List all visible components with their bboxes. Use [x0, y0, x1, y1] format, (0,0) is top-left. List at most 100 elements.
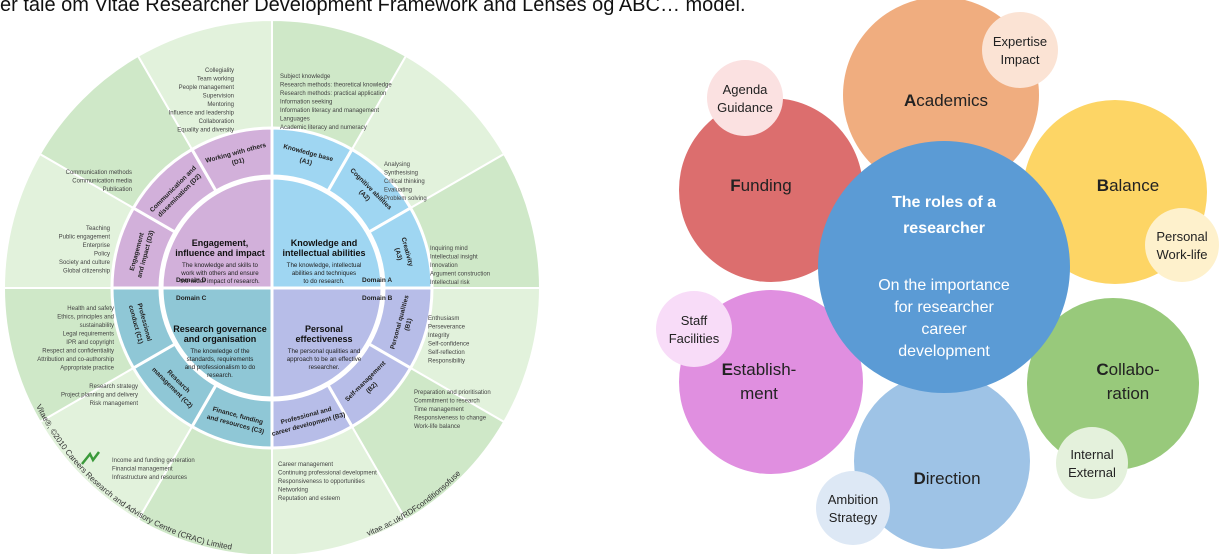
descriptor-item: Information literacy and management — [280, 108, 379, 114]
descriptor-item: Influence and leadership — [169, 111, 235, 117]
descriptor-item: Communication methods — [66, 170, 132, 176]
petal-rest: ollabo- — [1109, 360, 1160, 379]
petal-label: Balance — [1097, 176, 1159, 195]
descriptor-item: Equality and diversity — [177, 128, 234, 134]
petal-initial: C — [1096, 360, 1108, 379]
descriptor-item: Responsibility — [428, 359, 465, 365]
domain-title: influence and impact — [175, 248, 265, 258]
descriptor-item: Health and safety — [67, 306, 114, 312]
descriptor-item: Self-reflection — [428, 350, 465, 356]
descriptor-item: Policy — [94, 252, 110, 258]
descriptor-item: Enterprise — [83, 243, 111, 249]
descriptor-item: Appropriate practice — [60, 366, 114, 372]
descriptor-item: Society and culture — [59, 260, 111, 266]
domain-title: Engagement, — [192, 238, 249, 248]
petal-label: Establish- — [722, 360, 797, 379]
domain-description: abilities and techniques — [292, 270, 356, 277]
center-subtitle: for researcher — [894, 299, 994, 316]
descriptor-item: Respect and confidentiality — [42, 349, 114, 355]
descriptor-item: Legal requirements — [63, 332, 114, 338]
descriptor-item: Academic literacy and numeracy — [280, 125, 367, 131]
petal-label: Collabo- — [1096, 360, 1159, 379]
domain-description: The knowledge, intellectual — [287, 262, 362, 269]
descriptor-item: Research methods: theoretical knowledge — [280, 83, 392, 89]
bubble-label: Internal — [1070, 447, 1113, 462]
descriptor-item: Integrity — [428, 333, 449, 339]
descriptor-item: Intellectual risk — [430, 280, 471, 286]
domain-description: to do research. — [303, 278, 345, 285]
petal-label-line2: ration — [1107, 384, 1150, 403]
subdomain-code: (A3) — [393, 247, 403, 261]
descriptor-item: Languages — [280, 117, 310, 123]
bubble-label: Ambition — [828, 492, 879, 507]
petal-rest: cademics — [916, 91, 988, 110]
domain-code: Domain C — [176, 295, 207, 302]
bubble-label: External — [1068, 465, 1116, 480]
descriptor-item: Collegiality — [205, 68, 234, 74]
petal-label: Direction — [913, 469, 980, 488]
domain-title: intellectual abilities — [282, 248, 365, 258]
descriptor-item: Mentoring — [207, 102, 234, 108]
bubble — [816, 471, 890, 545]
descriptor-item: Attribution and co-authorship — [37, 357, 114, 363]
domain-description: research. — [207, 372, 233, 379]
descriptor-item: sustainability — [80, 323, 114, 329]
descriptor-item: Collaboration — [199, 119, 234, 125]
domain-quadrant — [160, 176, 274, 290]
domain-description: the wider impact of research. — [180, 278, 260, 285]
descriptor-item: Career management — [278, 462, 333, 468]
descriptor-item: Problem solving — [384, 196, 427, 202]
bubble — [982, 12, 1058, 88]
descriptor-item: Continuing professional development — [278, 471, 377, 477]
descriptor-item: Reputation and esteem — [278, 496, 340, 502]
descriptor-item: Income and funding generation — [112, 458, 195, 464]
domain-code: Domain B — [362, 295, 393, 302]
descriptor-item: Argument construction — [430, 272, 490, 278]
descriptor-item: Evaluating — [384, 188, 412, 194]
domain-title: effectiveness — [295, 334, 352, 344]
center-subtitle: career — [921, 321, 967, 338]
bubble-label: Impact — [1000, 52, 1039, 67]
petal-rest: irection — [926, 469, 981, 488]
descriptor-item: Self-confidence — [428, 342, 470, 348]
vitae-logo — [81, 451, 100, 465]
petal-label: Funding — [730, 176, 791, 195]
descriptor-item: Perseverance — [428, 325, 466, 331]
center-title: The roles of a — [892, 194, 996, 211]
descriptor-item: Public engagement — [59, 235, 111, 241]
center-circle — [818, 141, 1070, 393]
descriptor-item: Risk management — [90, 401, 139, 407]
descriptor-item: Infrastructure and resources — [112, 475, 187, 481]
petal-label: Academics — [904, 91, 988, 110]
descriptor-item: People management — [179, 85, 235, 91]
domain-title: Knowledge and — [291, 238, 358, 248]
petal-initial: A — [904, 91, 916, 110]
bubble-label: Expertise — [993, 34, 1047, 49]
descriptor-item: Intellectual insight — [430, 255, 478, 261]
descriptor-item: Research methods: practical application — [280, 91, 386, 97]
subdomain-code: (D1) — [231, 157, 245, 167]
descriptor-item: Subject knowledge — [280, 74, 331, 80]
center-subtitle: On the importance — [878, 277, 1010, 294]
descriptor-item: Time management — [414, 407, 464, 413]
petal-rest: alance — [1109, 176, 1159, 195]
bubble — [656, 291, 732, 367]
domain-title: and organisation — [184, 334, 257, 344]
petal-d — [854, 373, 1030, 549]
bubble-label: Guidance — [717, 100, 773, 115]
petal-rest: unding — [741, 176, 792, 195]
subdomain-segment — [189, 126, 274, 194]
descriptor-item: Supervision — [203, 94, 234, 100]
bubble — [1056, 427, 1128, 499]
page-header: er tale om Vitae Researcher Development … — [0, 0, 746, 16]
domain-description: work with others and ensure — [180, 270, 259, 277]
domain-description: approach to be an effective — [287, 356, 362, 363]
descriptor-item: Publication — [103, 187, 132, 193]
descriptor-item: Global citizenship — [63, 269, 111, 275]
descriptor-item: Responsiveness to change — [414, 416, 487, 422]
domain-description: The personal qualities and — [288, 348, 361, 355]
petal-initial: D — [913, 469, 925, 488]
bubble-label: Strategy — [829, 510, 878, 525]
bubble-label: Work-life — [1156, 247, 1207, 262]
